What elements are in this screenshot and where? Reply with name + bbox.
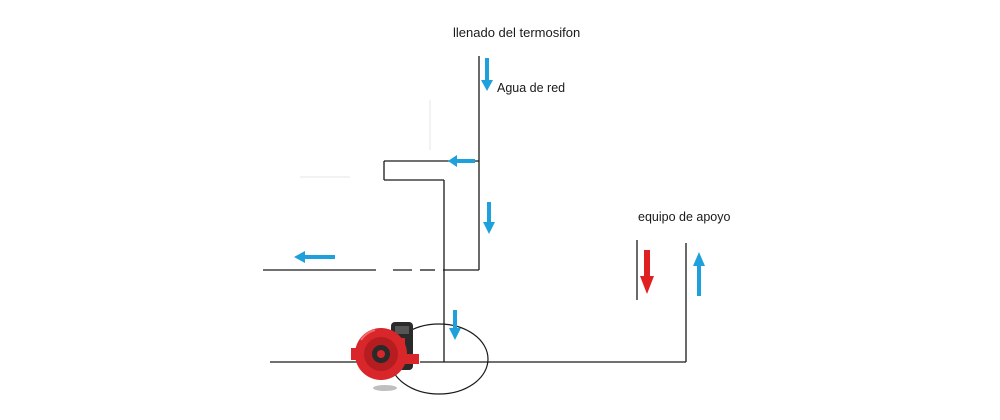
filling-label: llenado del termosifon [453, 25, 581, 40]
flow-arrow-icon [448, 155, 475, 167]
flow-arrow-icon [294, 251, 335, 263]
flow-arrow-icon [693, 252, 705, 296]
pipes [263, 56, 687, 363]
flow-arrows-blue [294, 58, 705, 340]
support-equipment-label: equipo de apoyo [638, 210, 731, 224]
faint-artifacts [300, 100, 431, 178]
circulator-pump-icon [351, 322, 419, 391]
flow-arrow-icon [449, 310, 461, 340]
flow-arrow-icon [481, 58, 493, 91]
mains-water-label: Agua de red [497, 81, 566, 95]
flow-arrow-icon [483, 202, 495, 234]
flow-arrow-icon [640, 250, 654, 294]
